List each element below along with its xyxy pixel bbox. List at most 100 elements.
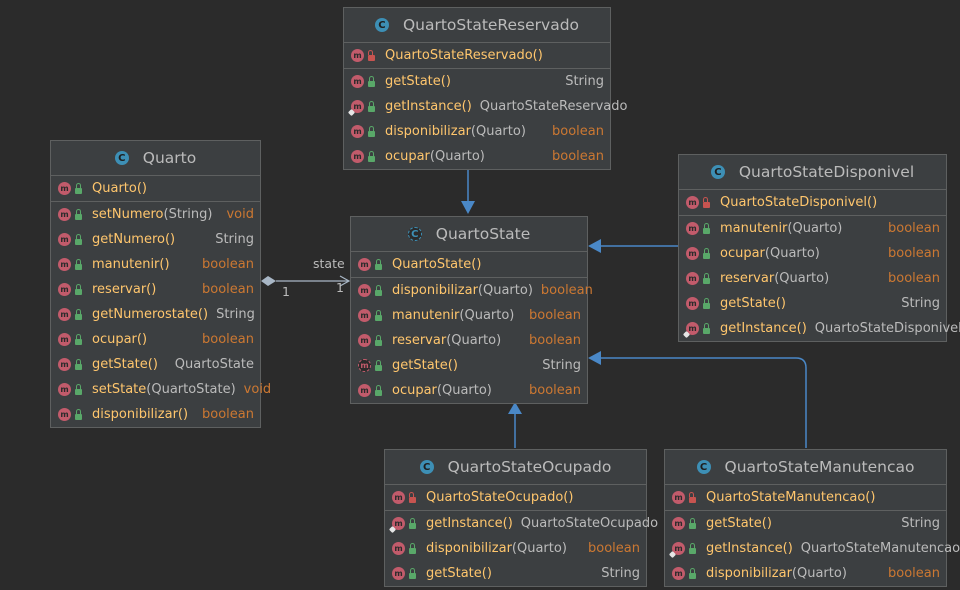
return-type: boolean <box>540 283 593 298</box>
return-type: boolean <box>529 383 581 398</box>
return-type: boolean <box>888 271 940 286</box>
method-params: (Quarto) <box>791 566 847 581</box>
private-lock-icon <box>689 491 699 503</box>
method-name: getState() <box>720 296 786 311</box>
method-params: (Quarto) <box>470 124 526 139</box>
public-lock-icon <box>375 334 385 346</box>
public-lock-icon <box>75 258 85 270</box>
method-name: getInstance() <box>706 541 793 556</box>
inheritance-arrowhead-manutencao <box>588 351 601 365</box>
method-params: (Quarto) <box>436 383 492 398</box>
method-name: ocupar <box>385 149 430 164</box>
private-lock-icon <box>703 196 713 208</box>
class-name: QuartoState <box>435 225 531 243</box>
class-header: C QuartoStateOcupado <box>385 450 646 485</box>
class-icon: C <box>696 460 711 474</box>
method-params: (String) <box>163 207 213 222</box>
inheritance-arrowhead-ocupado <box>508 402 522 414</box>
public-lock-icon <box>368 100 378 112</box>
method-params: (QuartoState) <box>146 382 236 397</box>
method-icon: m <box>358 334 371 347</box>
private-lock-icon <box>409 491 419 503</box>
method-name: getNumero() <box>92 232 176 247</box>
return-type: boolean <box>552 124 604 139</box>
return-type: String <box>565 74 604 89</box>
static-method-icon: m <box>392 517 405 530</box>
public-lock-icon <box>689 567 699 579</box>
public-lock-icon <box>703 297 713 309</box>
method-params: (Quarto) <box>477 283 533 298</box>
method-name: setNumero <box>92 207 164 222</box>
return-type: boolean <box>202 407 254 422</box>
class-header: C QuartoStateDisponivel <box>679 155 946 190</box>
method-name: getNumerostate() <box>92 307 209 322</box>
constructor-row[interactable]: m Quarto() <box>51 176 260 201</box>
class-icon: C <box>114 151 129 165</box>
method-icon: m <box>686 272 699 285</box>
public-lock-icon <box>75 233 85 245</box>
return-type: QuartoStateDisponivel <box>814 321 960 336</box>
public-lock-icon <box>703 247 713 259</box>
composition-diamond <box>261 276 276 286</box>
method-name: manutenir <box>720 221 788 236</box>
method-name: manutenir() <box>92 257 170 272</box>
method-name: disponibilizar <box>426 541 512 556</box>
public-lock-icon <box>689 517 699 529</box>
method-name: reservar() <box>92 282 157 297</box>
method-params: (Quarto) <box>511 541 567 556</box>
method-icon: m <box>686 222 699 235</box>
return-type: QuartoStateReservado <box>479 99 628 114</box>
static-method-icon: m <box>686 322 699 335</box>
method-icon: m <box>58 283 71 296</box>
abstract-method-icon: m <box>358 359 371 372</box>
method-icon: m <box>358 384 371 397</box>
